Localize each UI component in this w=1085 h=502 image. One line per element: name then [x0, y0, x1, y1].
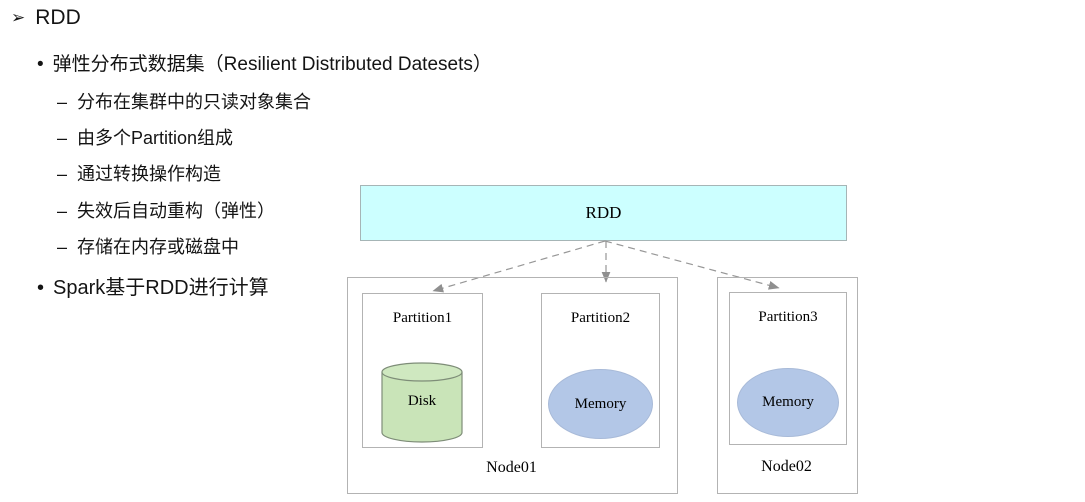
- memory-ellipse: Memory: [737, 368, 839, 437]
- bullet-item: • 弹性分布式数据集（Resilient Distributed Dateset…: [37, 49, 492, 76]
- memory-ellipse: Memory: [548, 369, 653, 439]
- bullet-item: – 由多个Partition组成: [57, 124, 233, 150]
- node01-box: [347, 277, 678, 494]
- dash-icon: –: [57, 201, 68, 221]
- memory-label: Memory: [574, 395, 627, 412]
- arrowhead-bullet-icon: ➢: [11, 8, 26, 27]
- node02-box: [717, 277, 858, 494]
- bullet-text: 通过转换操作构造: [77, 164, 222, 184]
- partition3-label: Partition3: [758, 309, 818, 325]
- bullet-text: 弹性分布式数据集（Resilient Distributed Datesets）: [52, 54, 492, 75]
- dash-icon: –: [57, 92, 68, 112]
- bullet-item: – 分布在集群中的只读对象集合: [57, 88, 311, 114]
- node02-label: Node02: [761, 458, 812, 475]
- slide-title: ➢ RDD: [11, 6, 81, 30]
- dash-icon: –: [57, 237, 68, 257]
- bullet-item: • Spark基于RDD进行计算: [37, 271, 269, 300]
- disk-label: Disk: [407, 393, 437, 409]
- disk-cylinder-icon: [381, 362, 463, 443]
- bullet-text: 由多个Partition组成: [77, 128, 234, 148]
- dash-icon: –: [57, 128, 68, 148]
- rdd-box-label: RDD: [585, 203, 622, 222]
- bullet-item: – 存储在内存或磁盘中: [57, 233, 239, 259]
- partition2-label: Partition2: [570, 310, 631, 326]
- rdd-box: RDD: [360, 185, 847, 241]
- slide-title-text: RDD: [35, 6, 81, 29]
- bullet-icon: •: [37, 277, 45, 299]
- bullet-item: – 失效后自动重构（弹性）: [57, 197, 275, 223]
- bullet-icon: •: [37, 54, 44, 75]
- bullet-text: 存储在内存或磁盘中: [77, 237, 240, 257]
- memory-label: Memory: [762, 394, 814, 410]
- partition1-label: Partition1: [392, 310, 453, 326]
- bullet-text: 失效后自动重构（弹性）: [77, 201, 276, 221]
- bullet-text: Spark基于RDD进行计算: [53, 277, 269, 299]
- bullet-text: 分布在集群中的只读对象集合: [77, 92, 312, 112]
- dash-icon: –: [57, 164, 68, 184]
- bullet-item: – 通过转换操作构造: [57, 160, 221, 186]
- node01-label: Node01: [486, 459, 537, 476]
